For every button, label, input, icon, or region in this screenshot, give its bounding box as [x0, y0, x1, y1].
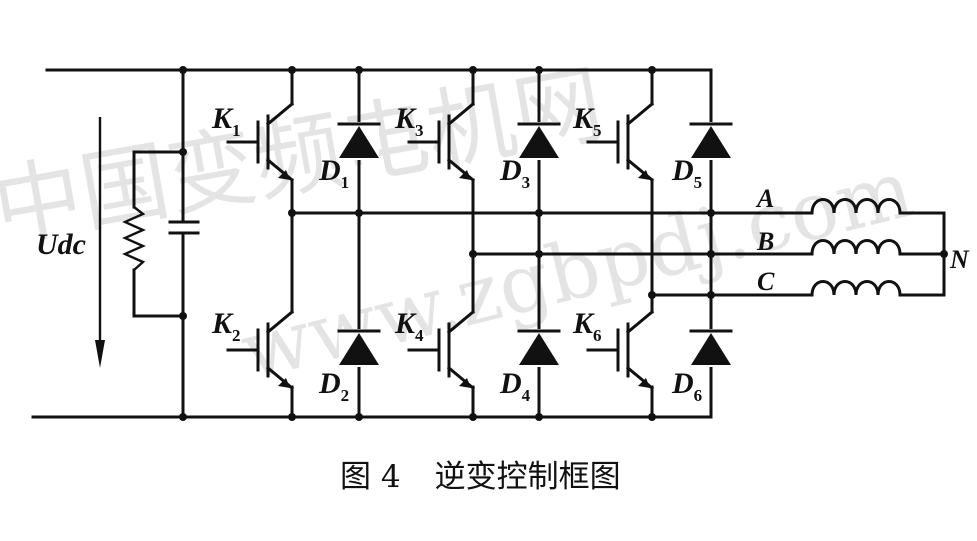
d3-diode [517, 122, 561, 160]
resistor [122, 150, 185, 318]
k2-igbt [226, 309, 295, 391]
figure-title: 逆变控制框图 [435, 459, 621, 495]
junction-dots [179, 66, 948, 421]
k4-igbt [407, 309, 476, 391]
k3-label: K3 [394, 102, 424, 140]
watermark: 中国变频电机网 www.zgbpdj.com [0, 52, 922, 398]
k6-label: K6 [572, 307, 602, 345]
k1-label: K1 [211, 102, 241, 140]
k5-label: K5 [572, 102, 602, 140]
diode-labels: D1 D2 D3 D4 D5 D6 [318, 154, 702, 405]
figure-number: 图 4 [340, 459, 401, 495]
neutral-label: N [949, 245, 970, 274]
phase-labels: A B C N [755, 184, 970, 296]
switch-labels: K1 K2 K3 K4 K5 K6 [211, 102, 602, 345]
d6-label: D6 [671, 367, 702, 405]
phase-c-label: C [757, 267, 775, 296]
d4-diode [517, 329, 561, 367]
phase-c-inductor [810, 280, 902, 297]
d1-diode [337, 122, 381, 160]
phase-a-label: A [755, 184, 774, 213]
k3-igbt [407, 101, 476, 183]
d1-label: D1 [318, 154, 349, 192]
k2-label: K2 [211, 307, 241, 345]
figure-caption: 图 4 逆变控制框图 [340, 459, 621, 495]
udc-arrow [95, 117, 105, 368]
k4-label: K4 [394, 307, 424, 345]
d5-diode [689, 122, 733, 160]
phase-b-inductor [810, 239, 902, 256]
k1-igbt [226, 101, 295, 183]
phase-b-label: B [756, 227, 774, 256]
d5-label: D5 [671, 154, 702, 192]
d2-diode [337, 329, 381, 367]
k6-igbt [586, 309, 655, 391]
d2-label: D2 [318, 367, 349, 405]
dc-link-capacitor [168, 68, 200, 419]
d3-label: D3 [499, 154, 530, 192]
phase-a-inductor [810, 198, 902, 215]
d6-diode [689, 329, 733, 367]
d4-label: D4 [499, 367, 531, 405]
k5-igbt [586, 101, 655, 183]
phase-wires [290, 211, 814, 297]
udc-label: Udc [36, 228, 86, 261]
